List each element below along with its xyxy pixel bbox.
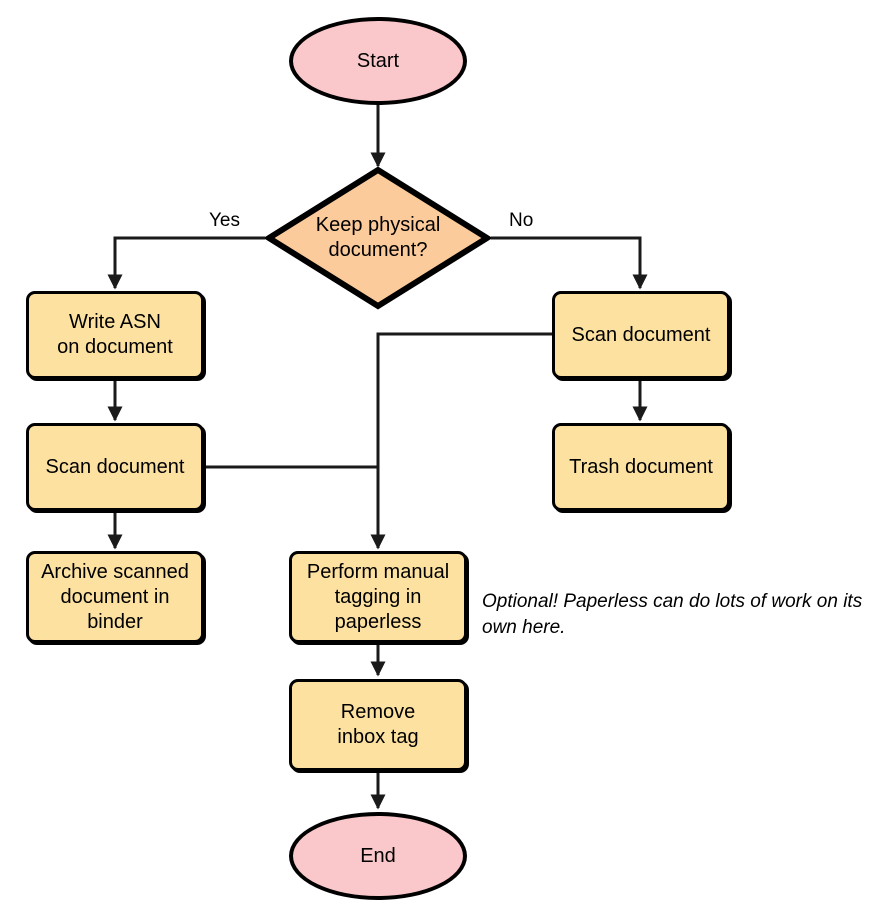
node-write-asn-label: Write ASN on document — [57, 311, 173, 358]
edge-label-no: No — [509, 210, 534, 231]
node-archive-scanned-document[interactable]: Archive scanned document in binder — [26, 551, 204, 643]
edge-label-yes: Yes — [209, 210, 240, 231]
edge-scan-right-to-tagging — [370, 332, 552, 550]
node-end-label: End — [360, 844, 396, 867]
edge-decision-no-to-scan-right — [491, 236, 648, 290]
node-perform-manual-tagging-label: Perform manual tagging in paperless — [306, 560, 450, 633]
node-scan-document-left[interactable]: Scan document — [26, 423, 204, 511]
node-remove-inbox-tag[interactable]: Remove inbox tag — [289, 679, 467, 771]
node-trash-document[interactable]: Trash document — [552, 423, 730, 511]
node-scan-document-left-label: Scan document — [45, 455, 185, 478]
node-start-label: Start — [356, 49, 400, 72]
node-end[interactable]: End — [289, 812, 467, 900]
node-perform-manual-tagging[interactable]: Perform manual tagging in paperless — [289, 551, 467, 643]
node-decision-label: Keep physical document? — [315, 214, 441, 261]
edge-decision-yes-to-write-asn — [107, 236, 265, 290]
node-remove-inbox-tag-label: Remove inbox tag — [337, 701, 419, 748]
node-archive-scanned-document-label: Archive scanned document in binder — [41, 560, 189, 633]
node-decision-keep-physical-document[interactable]: Keep physical document? — [265, 166, 491, 310]
node-trash-document-label: Trash document — [569, 455, 713, 478]
node-write-asn[interactable]: Write ASN on document — [26, 291, 204, 379]
node-scan-document-right-label: Scan document — [571, 323, 711, 346]
node-scan-document-right[interactable]: Scan document — [552, 291, 730, 379]
node-start[interactable]: Start — [289, 17, 467, 105]
annotation-optional-note: Optional! Paperless can do lots of work … — [482, 591, 863, 638]
diamond-shape — [265, 166, 491, 310]
